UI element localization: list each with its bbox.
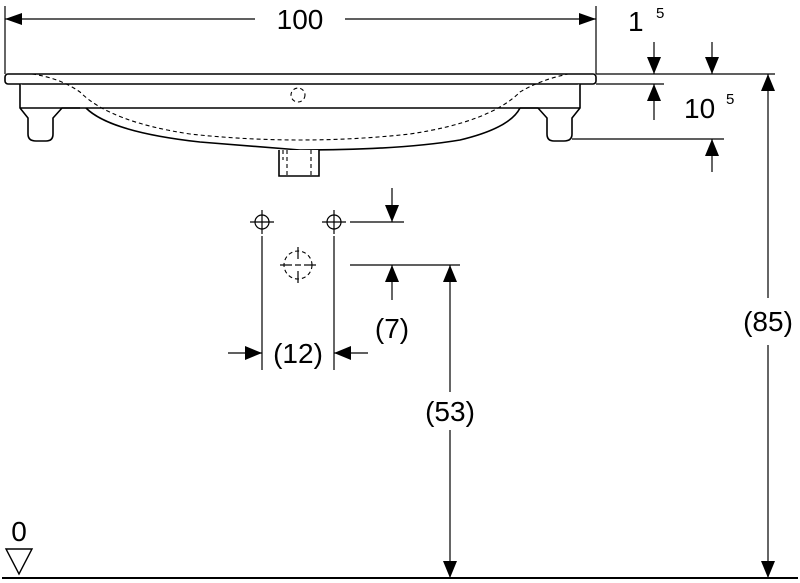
basin-height-label: 10	[684, 93, 715, 124]
floor-level-marker-icon	[4, 548, 34, 576]
floor-level: 0	[2, 516, 798, 579]
width-label: 100	[277, 4, 324, 35]
left-bracket	[19, 84, 80, 142]
basin-height-dimension: 10 5	[572, 91, 734, 172]
waste-height-label: (53)	[425, 396, 475, 427]
right-bracket	[520, 84, 581, 142]
waste-outlet	[278, 150, 320, 177]
supply-offset-dimension: (7)	[375, 188, 409, 344]
supply-spacing-label: (12)	[273, 338, 323, 369]
total-height-dimension: (85)	[743, 74, 793, 578]
rim-thickness-label: 1	[628, 6, 644, 37]
right-supply-symbol	[322, 210, 346, 234]
bowl-underside	[85, 107, 521, 151]
basin-height-superscript: 5	[726, 91, 734, 108]
basin-rim	[4, 73, 597, 85]
supply-spacing-dimension: (12)	[228, 338, 368, 369]
washbasin-outline	[4, 73, 597, 177]
floor-level-label: 0	[11, 516, 27, 547]
supply-connections	[250, 210, 460, 370]
waste-outlet-hidden	[282, 150, 312, 176]
left-supply-symbol	[250, 210, 274, 234]
rim-thickness-dimension: 1 5	[596, 5, 775, 120]
waste-height-dimension: (53)	[425, 265, 475, 578]
rim-thickness-superscript: 5	[656, 5, 664, 22]
total-height-label: (85)	[743, 306, 793, 337]
bowl-inner-hidden	[31, 73, 569, 141]
overflow-hole	[290, 87, 306, 103]
waste-connection-symbol	[280, 247, 316, 283]
supply-offset-label: (7)	[375, 313, 409, 344]
width-dimension: 100	[4, 4, 597, 74]
